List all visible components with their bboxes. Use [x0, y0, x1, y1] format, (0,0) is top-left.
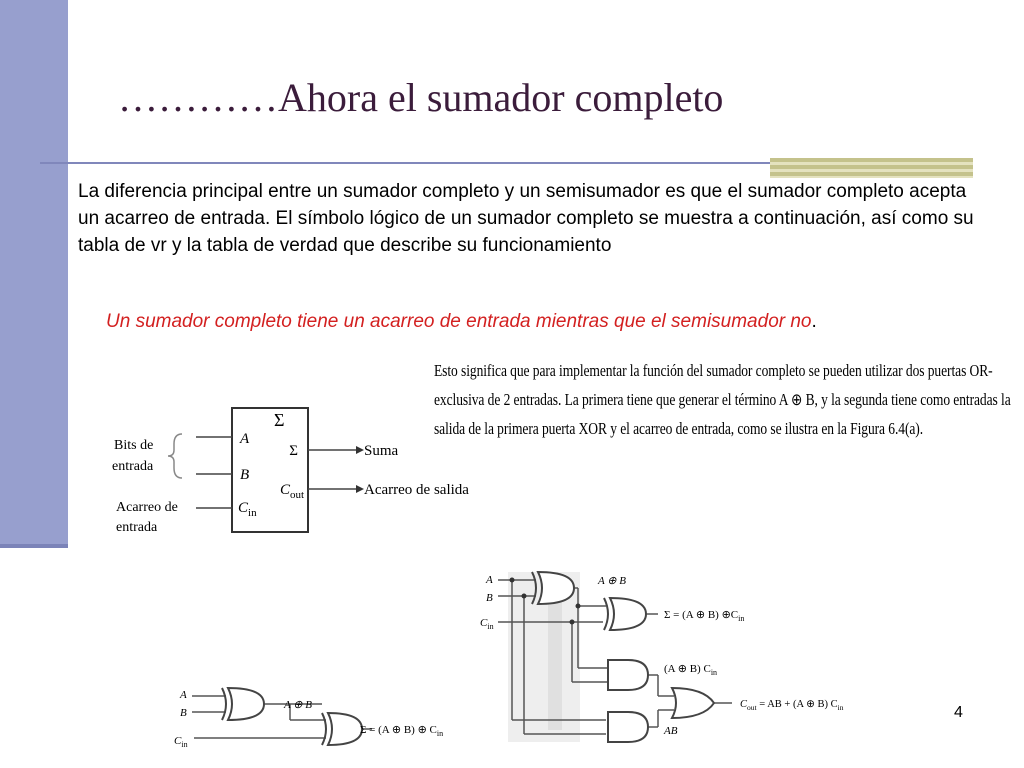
label-input-bits-2: entrada: [112, 459, 154, 474]
full-and1-output: (A ⊕ B) Cin: [664, 663, 717, 677]
page-number: 4: [954, 704, 963, 721]
half-xor1-output: A ⊕ B: [283, 699, 312, 711]
full-adder-symbol: Σ A B Cin Σ Cout Bits de entrada Acarreo…: [112, 407, 469, 535]
left-decor-band: [0, 0, 68, 548]
label-carry-in-2: entrada: [116, 520, 158, 535]
symbol-input-b: B: [240, 467, 249, 483]
symbol-input-a: A: [239, 431, 250, 447]
highlight-text: Un sumador completo tiene un acarreo de …: [106, 311, 817, 333]
full-xor1-output: A ⊕ B: [597, 575, 626, 587]
full-or-gate: [670, 686, 716, 720]
full-and-gate-1: [607, 659, 650, 691]
highlight-sentence: Un sumador completo tiene un acarreo de …: [106, 311, 812, 332]
xor-chain-circuit: A B Cin A ⊕ B Σ = (A ⊕ B) ⊕ Cin: [174, 686, 443, 749]
symbol-input-cin: Cin: [238, 500, 257, 519]
block-sigma: Σ: [274, 410, 284, 430]
xor-gate-1: [221, 686, 266, 722]
label-sum: Suma: [364, 443, 399, 459]
half-input-a: A: [179, 689, 187, 701]
label-carry-out: Acarreo de salida: [364, 482, 469, 498]
full-xor-gate-1: [531, 570, 576, 606]
label-input-bits-1: Bits de: [114, 438, 153, 453]
half-input-cin: Cin: [174, 735, 188, 749]
full-and2-output: AB: [663, 725, 678, 737]
symbol-out-sigma: Σ: [289, 443, 298, 459]
full-sum-output: Σ = (A ⊕ B) ⊕Cin: [664, 609, 744, 623]
slide-body-text: La diferencia principal entre un sumador…: [78, 181, 974, 256]
full-adder-circuit: A B Cin A ⊕ B Σ = (A ⊕ B) ⊕Cin (A ⊕ B) C…: [480, 570, 844, 743]
full-input-cin: Cin: [480, 617, 494, 631]
symbol-out-cout: Cout: [280, 482, 304, 501]
full-input-a: A: [485, 574, 493, 586]
half-sum-output: Σ = (A ⊕ B) ⊕ Cin: [360, 724, 443, 738]
xor-gate-2: [321, 711, 364, 747]
slide-title: …………Ahora el sumador completo: [118, 75, 724, 120]
label-carry-in-1: Acarreo de: [116, 500, 178, 515]
half-input-b: B: [180, 707, 187, 719]
title-divider: [40, 162, 770, 164]
scanned-paragraph: Esto significa que para implementar la f…: [434, 361, 1011, 438]
highlight-period: .: [811, 311, 817, 332]
title-accent-stripes: [770, 158, 973, 178]
full-cout-output: Cout = AB + (A ⊕ B) Cin: [740, 699, 844, 712]
full-and-gate-2: [607, 711, 650, 743]
adder-block: [231, 407, 309, 533]
full-input-b: B: [486, 592, 493, 604]
full-xor-gate-2: [603, 596, 648, 632]
